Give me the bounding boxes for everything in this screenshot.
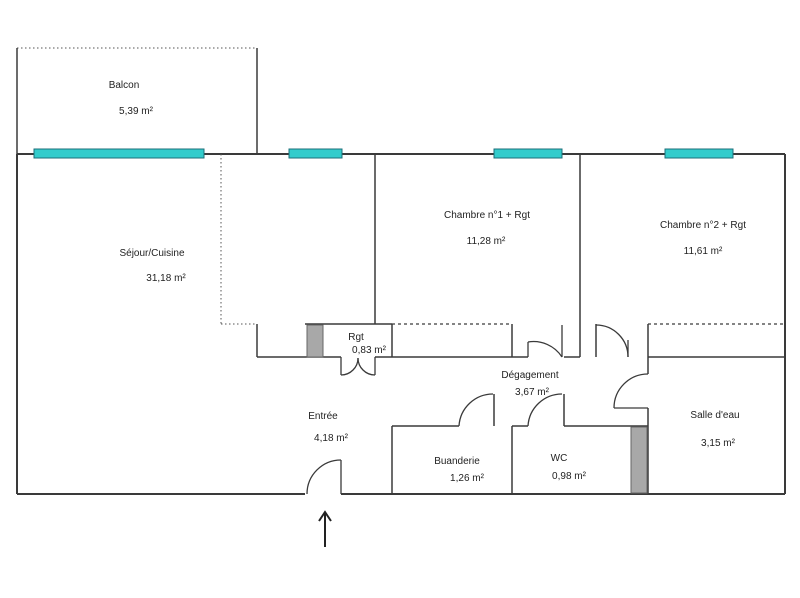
chambre1-label: Chambre n°1 + Rgt bbox=[444, 210, 530, 221]
chambre2-door bbox=[595, 324, 629, 358]
buanderie-area: 1,26 m² bbox=[450, 473, 485, 484]
balcon-label: Balcon bbox=[109, 80, 140, 91]
chambre2-area: 11,61 m² bbox=[684, 246, 723, 257]
salle-eau-label: Salle d'eau bbox=[690, 410, 739, 421]
window-kitchen bbox=[288, 148, 343, 159]
window-chambre1 bbox=[493, 148, 563, 159]
balcon-area: 5,39 m² bbox=[119, 106, 154, 117]
chambre2-label: Chambre n°2 + Rgt bbox=[660, 220, 746, 231]
sejour-label: Séjour/Cuisine bbox=[119, 248, 184, 259]
duct-salle-eau bbox=[630, 426, 648, 494]
wc-label: WC bbox=[551, 453, 568, 464]
sejour-area: 31,18 m² bbox=[146, 273, 186, 284]
buanderie-door bbox=[458, 393, 494, 427]
salle-eau-door bbox=[613, 373, 649, 409]
entree-area: 4,18 m² bbox=[314, 433, 349, 444]
ducts bbox=[306, 324, 648, 494]
entrance-door bbox=[306, 459, 342, 495]
doors bbox=[306, 324, 649, 495]
chambre1-area: 11,28 m² bbox=[467, 236, 506, 247]
window-chambre2 bbox=[664, 148, 734, 159]
room-labels: Balcon 5,39 m² Séjour/Cuisine 31,18 m² C… bbox=[109, 80, 746, 484]
degagement-area: 3,67 m² bbox=[515, 387, 550, 398]
wc-door bbox=[527, 393, 563, 427]
balcony-outline bbox=[16, 47, 258, 154]
windows bbox=[33, 148, 734, 159]
kitchen-dotted-outline bbox=[220, 154, 257, 325]
interior-walls bbox=[256, 154, 785, 494]
chambre1-door bbox=[527, 325, 563, 358]
entrance-arrow-icon bbox=[318, 510, 332, 547]
rgt-area: 0,83 m² bbox=[352, 345, 387, 356]
wc-area: 0,98 m² bbox=[552, 471, 587, 482]
rgt-label: Rgt bbox=[348, 332, 364, 343]
duct-rgt bbox=[306, 324, 324, 358]
window-sejour bbox=[33, 148, 205, 159]
degagement-label: Dégagement bbox=[501, 370, 558, 381]
rgt-door bbox=[340, 357, 376, 376]
entree-label: Entrée bbox=[308, 411, 338, 422]
salle-eau-area: 3,15 m² bbox=[701, 438, 736, 449]
buanderie-label: Buanderie bbox=[434, 456, 480, 467]
